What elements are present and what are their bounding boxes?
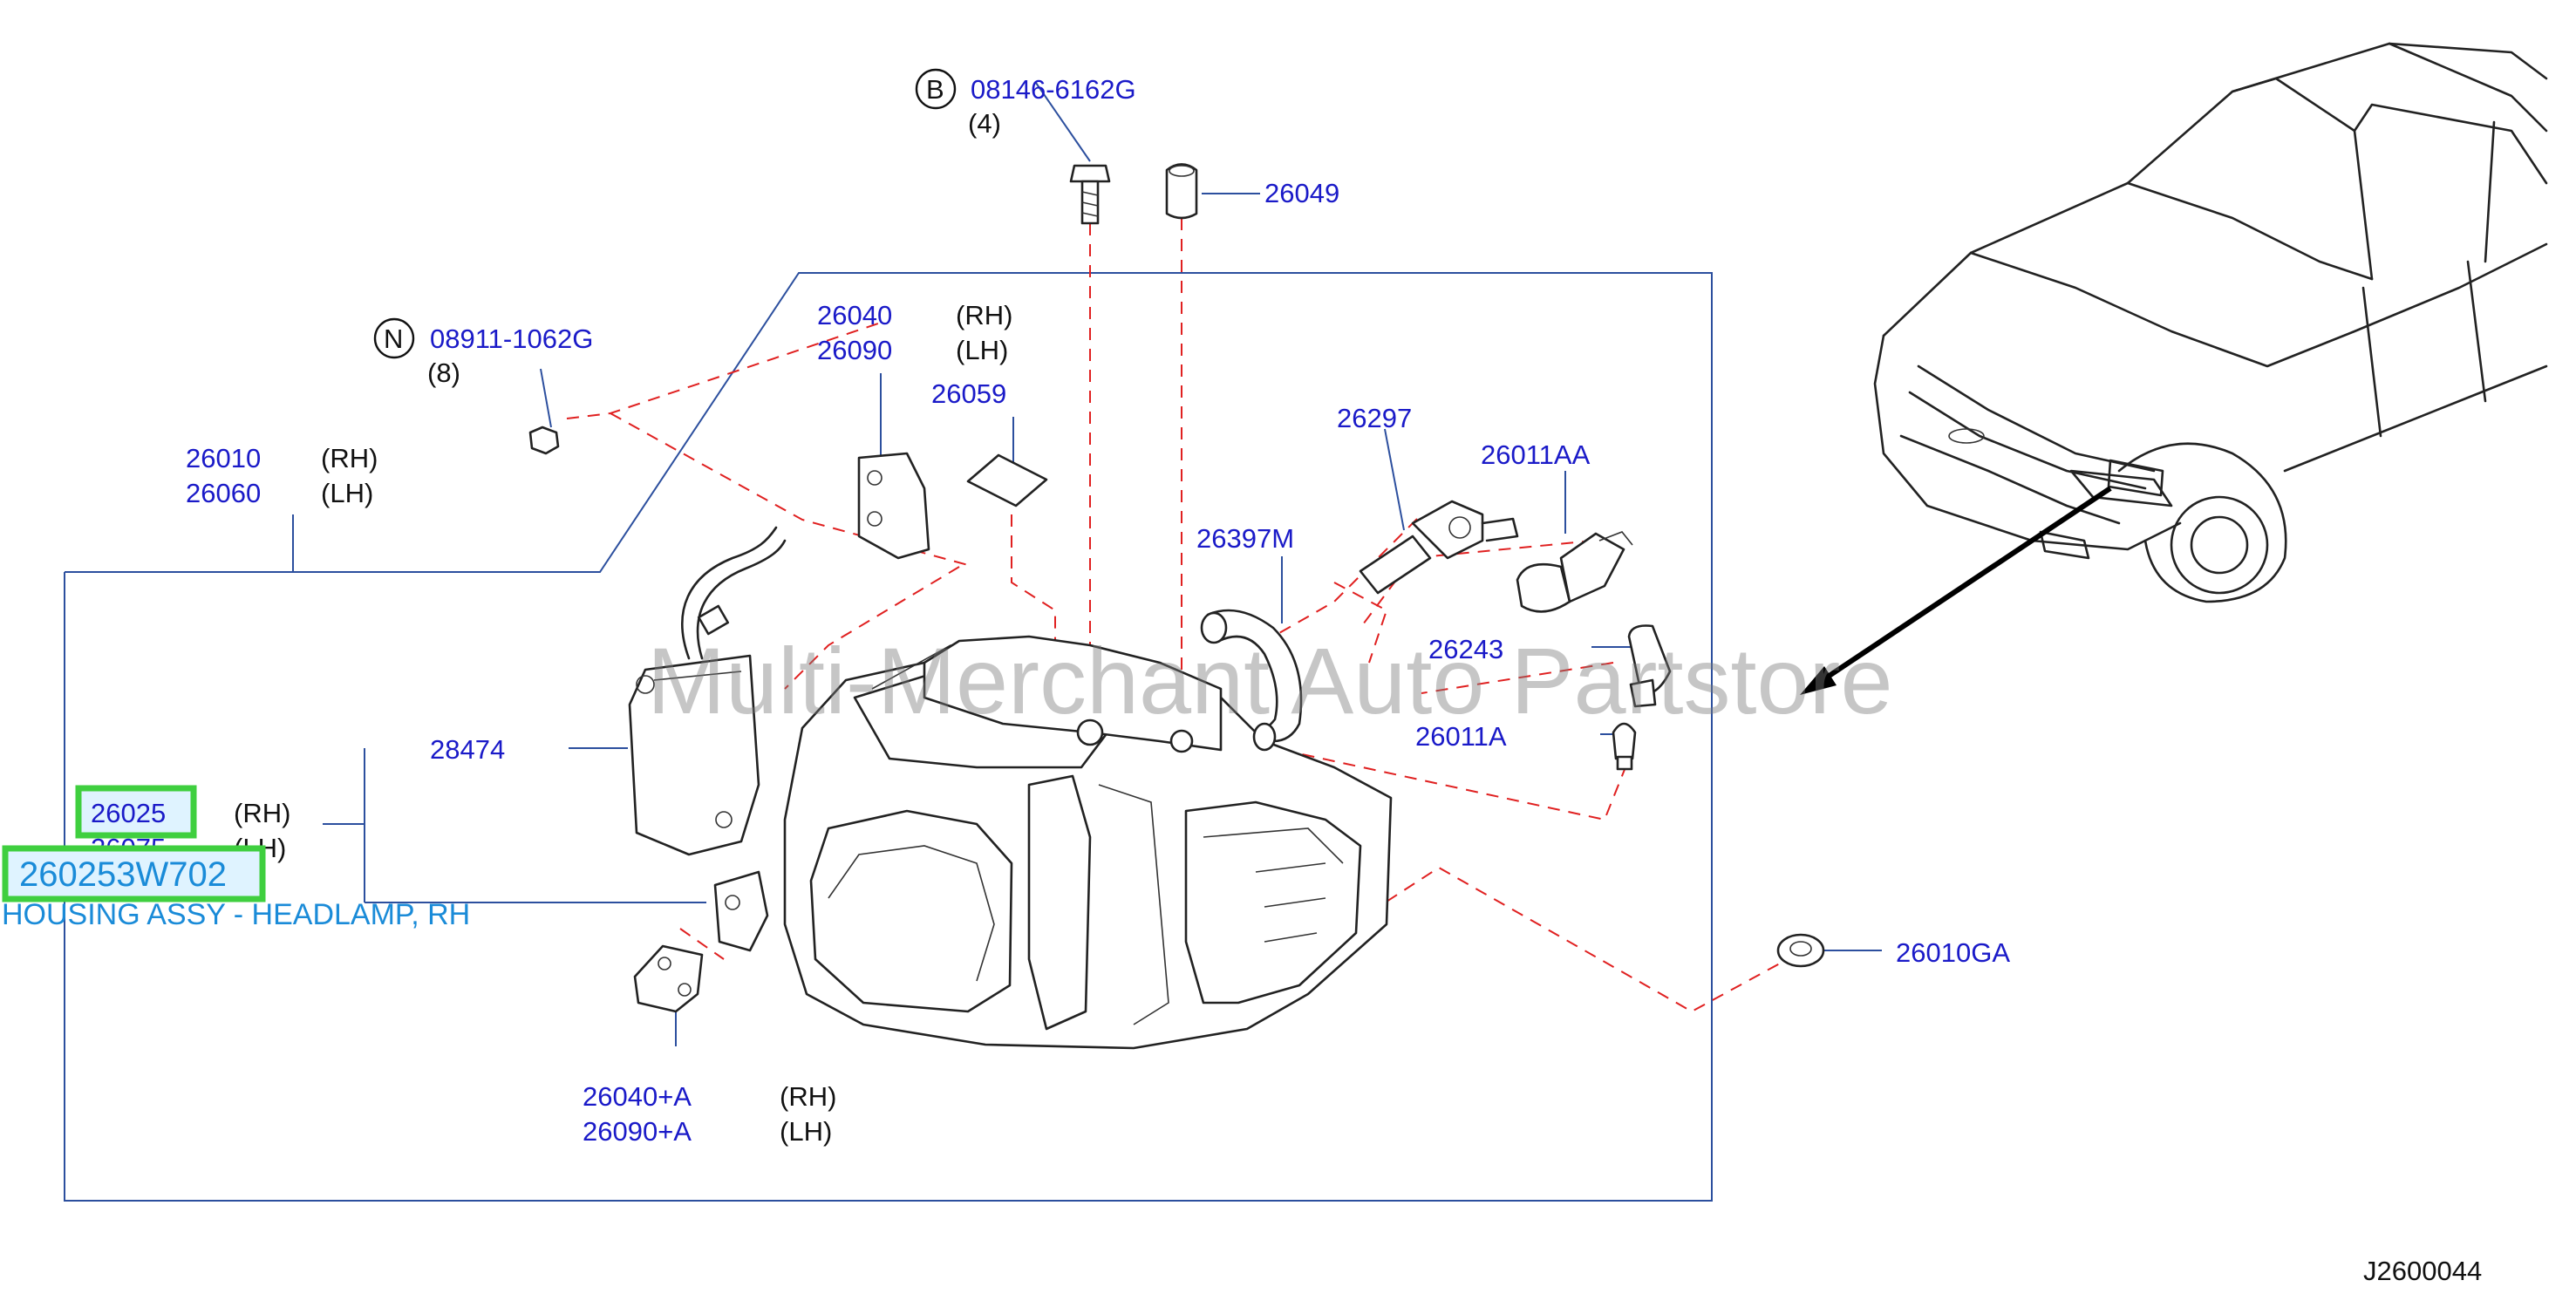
- bolt: [1069, 164, 1111, 225]
- side-rh-26010: (RH): [321, 443, 378, 473]
- part-number-26010: 26010: [186, 443, 261, 473]
- part-number-26090: 26090: [817, 335, 892, 365]
- grommet: [1776, 933, 1825, 968]
- part-number-bolt: 08146-6162G: [971, 74, 1136, 105]
- side-rh-26025: (RH): [234, 798, 290, 828]
- nut-callout-letter: N: [384, 324, 403, 354]
- part-number-26011AA: 26011AA: [1481, 439, 1591, 470]
- bulb-26011AA: [1516, 531, 1633, 613]
- bolt-callout-letter: B: [926, 74, 944, 105]
- nut: [528, 426, 560, 455]
- arrow-indicator: [1800, 486, 2112, 695]
- highlight-box-26025: [75, 785, 197, 839]
- side-rh-26040A: (RH): [780, 1081, 836, 1112]
- hose: [1200, 609, 1303, 752]
- part-number-26011A: 26011A: [1415, 721, 1507, 752]
- headlamp-assembly-drawing: [633, 635, 1393, 1050]
- label-sticker: [966, 453, 1048, 507]
- vehicle-illustration: [1873, 42, 2548, 603]
- ballast-control-unit: [628, 526, 787, 856]
- nut-callout-circle: [373, 317, 415, 359]
- upper-bracket: [857, 452, 930, 560]
- assembly-dashed-lines: [566, 202, 1789, 1013]
- bolt-quantity: (4): [968, 108, 1001, 139]
- part-number-26397M: 26397M: [1196, 523, 1294, 554]
- highlight-box-part: [2, 845, 266, 902]
- socket: [1627, 624, 1672, 708]
- part-number-26025[interactable]: 26025: [91, 798, 166, 828]
- watermark: Multi-Merchant Auto Partstore: [647, 628, 1893, 733]
- part-number-26049: 26049: [1264, 178, 1339, 208]
- part-number-nut: 08911-1062G: [430, 324, 593, 354]
- cap: [1165, 163, 1198, 220]
- part-number-26010GA: 26010GA: [1896, 937, 2010, 968]
- bulb-26011A: [1612, 722, 1637, 771]
- part-number-26243: 26243: [1428, 634, 1503, 664]
- side-rh-26040: (RH): [956, 300, 1012, 330]
- part-number-26297: 26297: [1337, 403, 1412, 433]
- bolt-callout-circle: [915, 68, 957, 110]
- nut-quantity: (8): [427, 358, 460, 388]
- part-number-26040A: 26040+A: [583, 1081, 692, 1112]
- side-lh-26060: (LH): [321, 478, 373, 508]
- highlighted-part-description: HOUSING ASSY - HEADLAMP, RH: [2, 898, 470, 931]
- side-lh-26090: (LH): [956, 335, 1008, 365]
- highlighted-part-number[interactable]: 260253W702: [19, 855, 227, 894]
- part-number-28474: 28474: [430, 734, 505, 765]
- part-number-26040: 26040: [817, 300, 892, 330]
- part-number-26059: 26059: [931, 378, 1006, 409]
- diagram-id: J2600044: [2363, 1256, 2482, 1286]
- bulb-26297: [1359, 500, 1519, 595]
- part-number-26060: 26060: [186, 478, 261, 508]
- part-number-26090A: 26090+A: [583, 1116, 692, 1147]
- assembly-frame: [64, 272, 1713, 1202]
- side-lh-26090A: (LH): [780, 1116, 832, 1147]
